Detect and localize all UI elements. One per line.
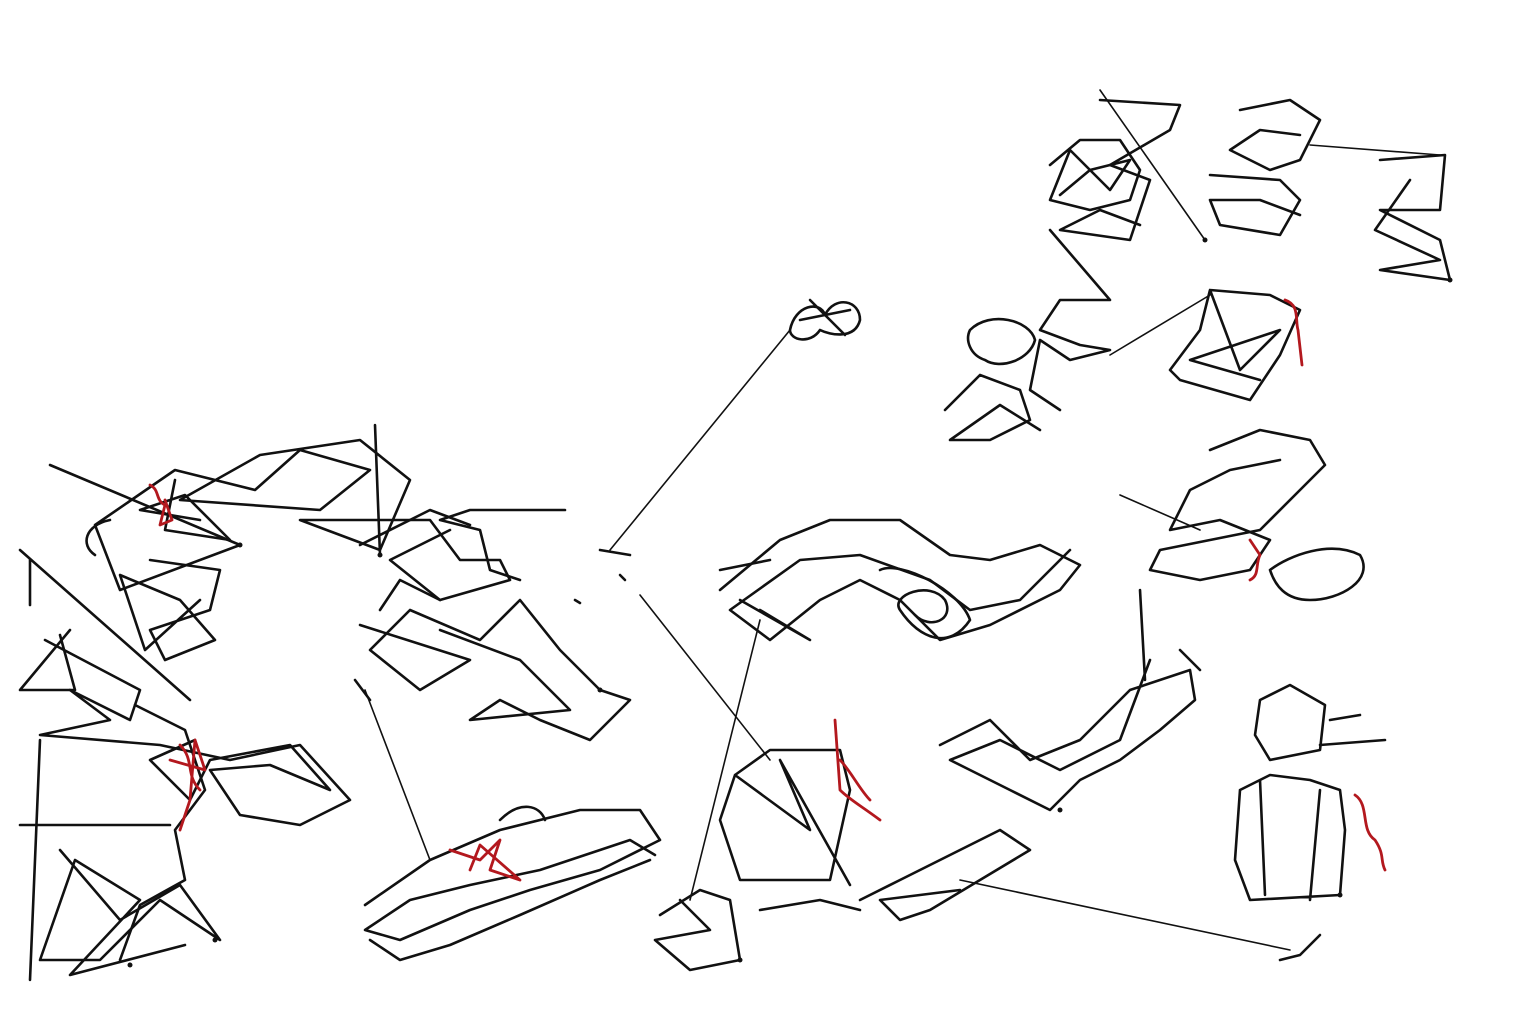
small-knot bbox=[788, 298, 862, 341]
cluster-top-right bbox=[943, 98, 1182, 442]
cluster-center-left bbox=[353, 578, 662, 962]
connector-lines bbox=[573, 89, 1441, 951]
scatter-dots bbox=[127, 237, 1453, 968]
cluster-right-middle bbox=[938, 588, 1202, 812]
cluster-center bbox=[718, 518, 1082, 642]
cluster-right-lower bbox=[1119, 428, 1365, 602]
cluster-center-bottom bbox=[653, 718, 1032, 972]
figure-seated bbox=[1233, 683, 1387, 902]
cluster-left-upper bbox=[48, 423, 567, 662]
cluster-right-box bbox=[1168, 288, 1304, 402]
cluster-top-far-right bbox=[1208, 98, 1452, 282]
cluster-left-lower bbox=[18, 483, 352, 982]
tail-marks bbox=[1278, 933, 1322, 962]
